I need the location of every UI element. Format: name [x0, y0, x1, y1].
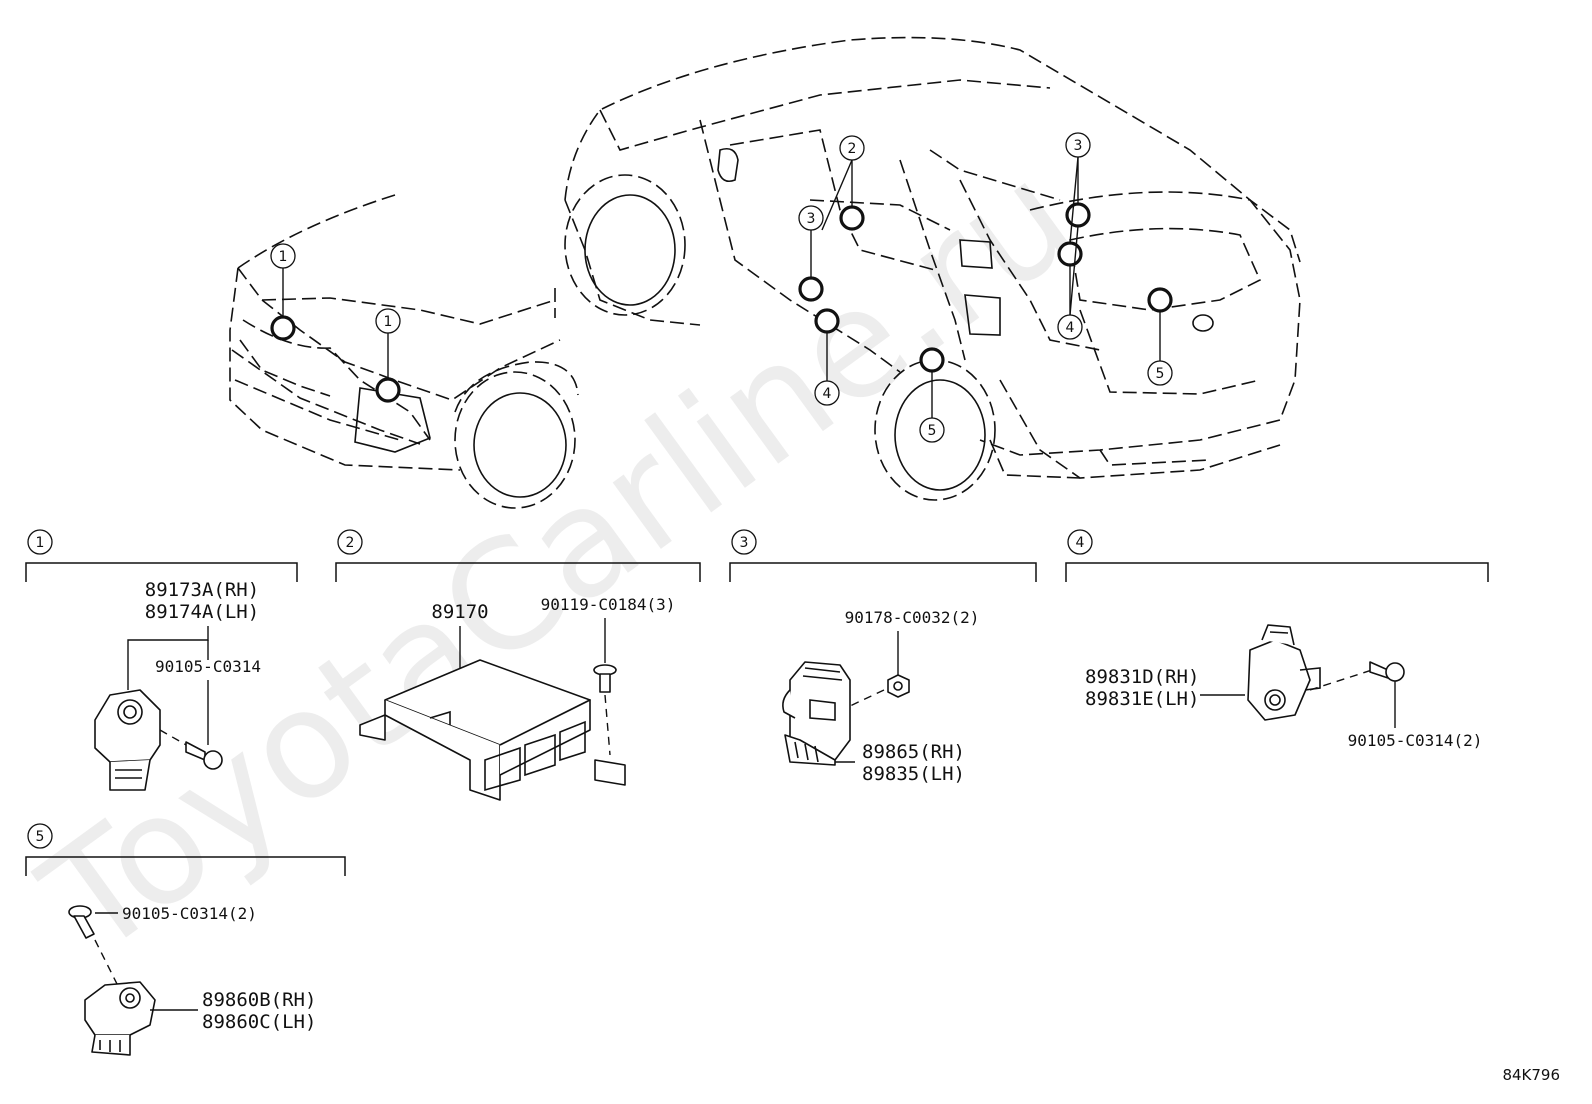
bolt-icon — [68, 905, 95, 939]
part-number-sensor-rh: 89860B(RH) — [202, 989, 316, 1011]
section-2-header: 2 — [335, 529, 701, 582]
section-index: 5 — [36, 829, 45, 845]
part-number-sensor-lh: 89835(LH) — [862, 763, 965, 785]
callout-number: 1 — [384, 314, 393, 330]
location-marker — [1057, 241, 1083, 267]
section-5-parts: 90105-C0314(2) 89860B(RH) 89860C(LH) — [68, 904, 316, 1056]
section-4-parts: 89831D(RH) 89831E(LH) 90105-C0314(2) — [1085, 624, 1483, 750]
callout-number: 1 — [279, 249, 288, 265]
section-3-header: 3 — [729, 529, 1037, 582]
door-pressure-sensor-drawing — [782, 661, 851, 766]
section-1-parts: 89173A(RH) 89174A(LH) 90105-C0314 — [94, 579, 261, 791]
nut-icon — [887, 674, 910, 698]
callout-number: 5 — [928, 423, 937, 439]
location-marker — [1147, 287, 1173, 313]
side-impact-sensor-drawing — [1247, 624, 1321, 721]
location-marker — [919, 347, 945, 373]
part-number-sensor-rh: 89173A(RH) — [145, 579, 259, 601]
location-marker — [1065, 202, 1091, 228]
section-1-header: 1 — [25, 529, 298, 582]
section-4-header: 4 — [1065, 529, 1489, 582]
part-number-bolt: 90105-C0314(2) — [1348, 731, 1483, 750]
airbag-ecu-drawing — [359, 659, 626, 801]
callout-number: 4 — [1066, 320, 1075, 336]
rear-vehicle-illustration — [564, 36, 1301, 501]
bolt-icon — [185, 741, 223, 770]
part-number-ecu: 89170 — [431, 601, 488, 623]
section-2-parts: 89170 90119-C0184(3) — [359, 595, 676, 801]
callout-number: 3 — [1074, 138, 1083, 154]
part-number-bolt: 90105-C0314 — [155, 657, 261, 676]
section-index: 2 — [346, 535, 355, 551]
part-number-bolt: 90105-C0314(2) — [122, 904, 257, 923]
section-index: 4 — [1076, 535, 1085, 551]
watermark: ToyotaCarline.ru — [13, 130, 1105, 990]
part-number-sensor-lh: 89831E(LH) — [1085, 688, 1199, 710]
section-5-header: 5 — [25, 823, 346, 876]
section-index: 3 — [740, 535, 749, 551]
bolt-icon — [1369, 661, 1405, 682]
callout-number: 2 — [848, 141, 857, 157]
location-marker — [839, 205, 865, 231]
part-number-sensor-lh: 89174A(LH) — [145, 601, 259, 623]
diagram-code: 84K796 — [1502, 1066, 1560, 1084]
part-number-sensor-rh: 89865(RH) — [862, 741, 965, 763]
callout-number: 4 — [823, 386, 832, 402]
front-vehicle-illustration — [229, 194, 579, 509]
location-marker — [375, 377, 401, 403]
rear-impact-sensor-drawing — [84, 981, 156, 1056]
part-number-nut: 90178-C0032(2) — [845, 608, 980, 627]
callout-labels: 1 1 2 3 3 4 4 5 5 — [270, 132, 1173, 443]
part-number-bolt: 90119-C0184(3) — [541, 595, 676, 614]
part-number-sensor-lh: 89860C(LH) — [202, 1011, 316, 1033]
section-3-parts: 90178-C0032(2) 89865(RH) 89835(LH) — [782, 608, 980, 785]
location-marker — [814, 308, 840, 334]
bolt-icon — [593, 664, 617, 693]
section-index: 1 — [36, 535, 45, 551]
callout-number: 5 — [1156, 366, 1165, 382]
location-marker — [798, 276, 824, 302]
location-marker — [270, 315, 296, 341]
front-impact-sensor-drawing — [94, 689, 161, 791]
part-number-sensor-rh: 89831D(RH) — [1085, 666, 1199, 688]
callout-number: 3 — [807, 211, 816, 227]
